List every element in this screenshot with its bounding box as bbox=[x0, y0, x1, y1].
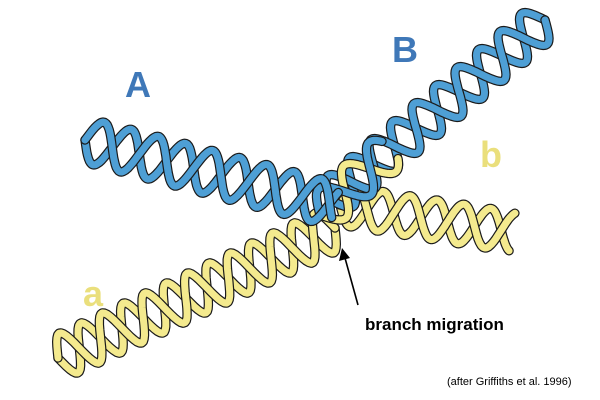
helix-B-yellow-strand-2 bbox=[313, 136, 386, 219]
helix-a-strand-1 bbox=[54, 219, 340, 377]
helix-group bbox=[52, 7, 554, 378]
branch-migration-arrow bbox=[339, 248, 359, 306]
label-strand-a: a bbox=[83, 273, 104, 314]
label-strand-A: A bbox=[125, 64, 151, 105]
helix-A-strand-2 bbox=[81, 118, 336, 221]
branch-migration-caption: branch migration bbox=[365, 315, 504, 334]
label-strand-B: B bbox=[392, 29, 418, 70]
label-strand-b: b bbox=[480, 134, 502, 175]
helix-B-yellow-strand-1 bbox=[316, 155, 402, 224]
figure-credit: (after Griffiths et al. 1996) bbox=[447, 376, 572, 388]
helix-A-strand-1 bbox=[81, 125, 342, 225]
arrow-up-left-icon bbox=[339, 248, 350, 261]
helix-B-strand-2 bbox=[322, 16, 553, 204]
helix-b-strand-2 bbox=[336, 183, 519, 252]
helix-a-strand-2 bbox=[53, 209, 339, 367]
